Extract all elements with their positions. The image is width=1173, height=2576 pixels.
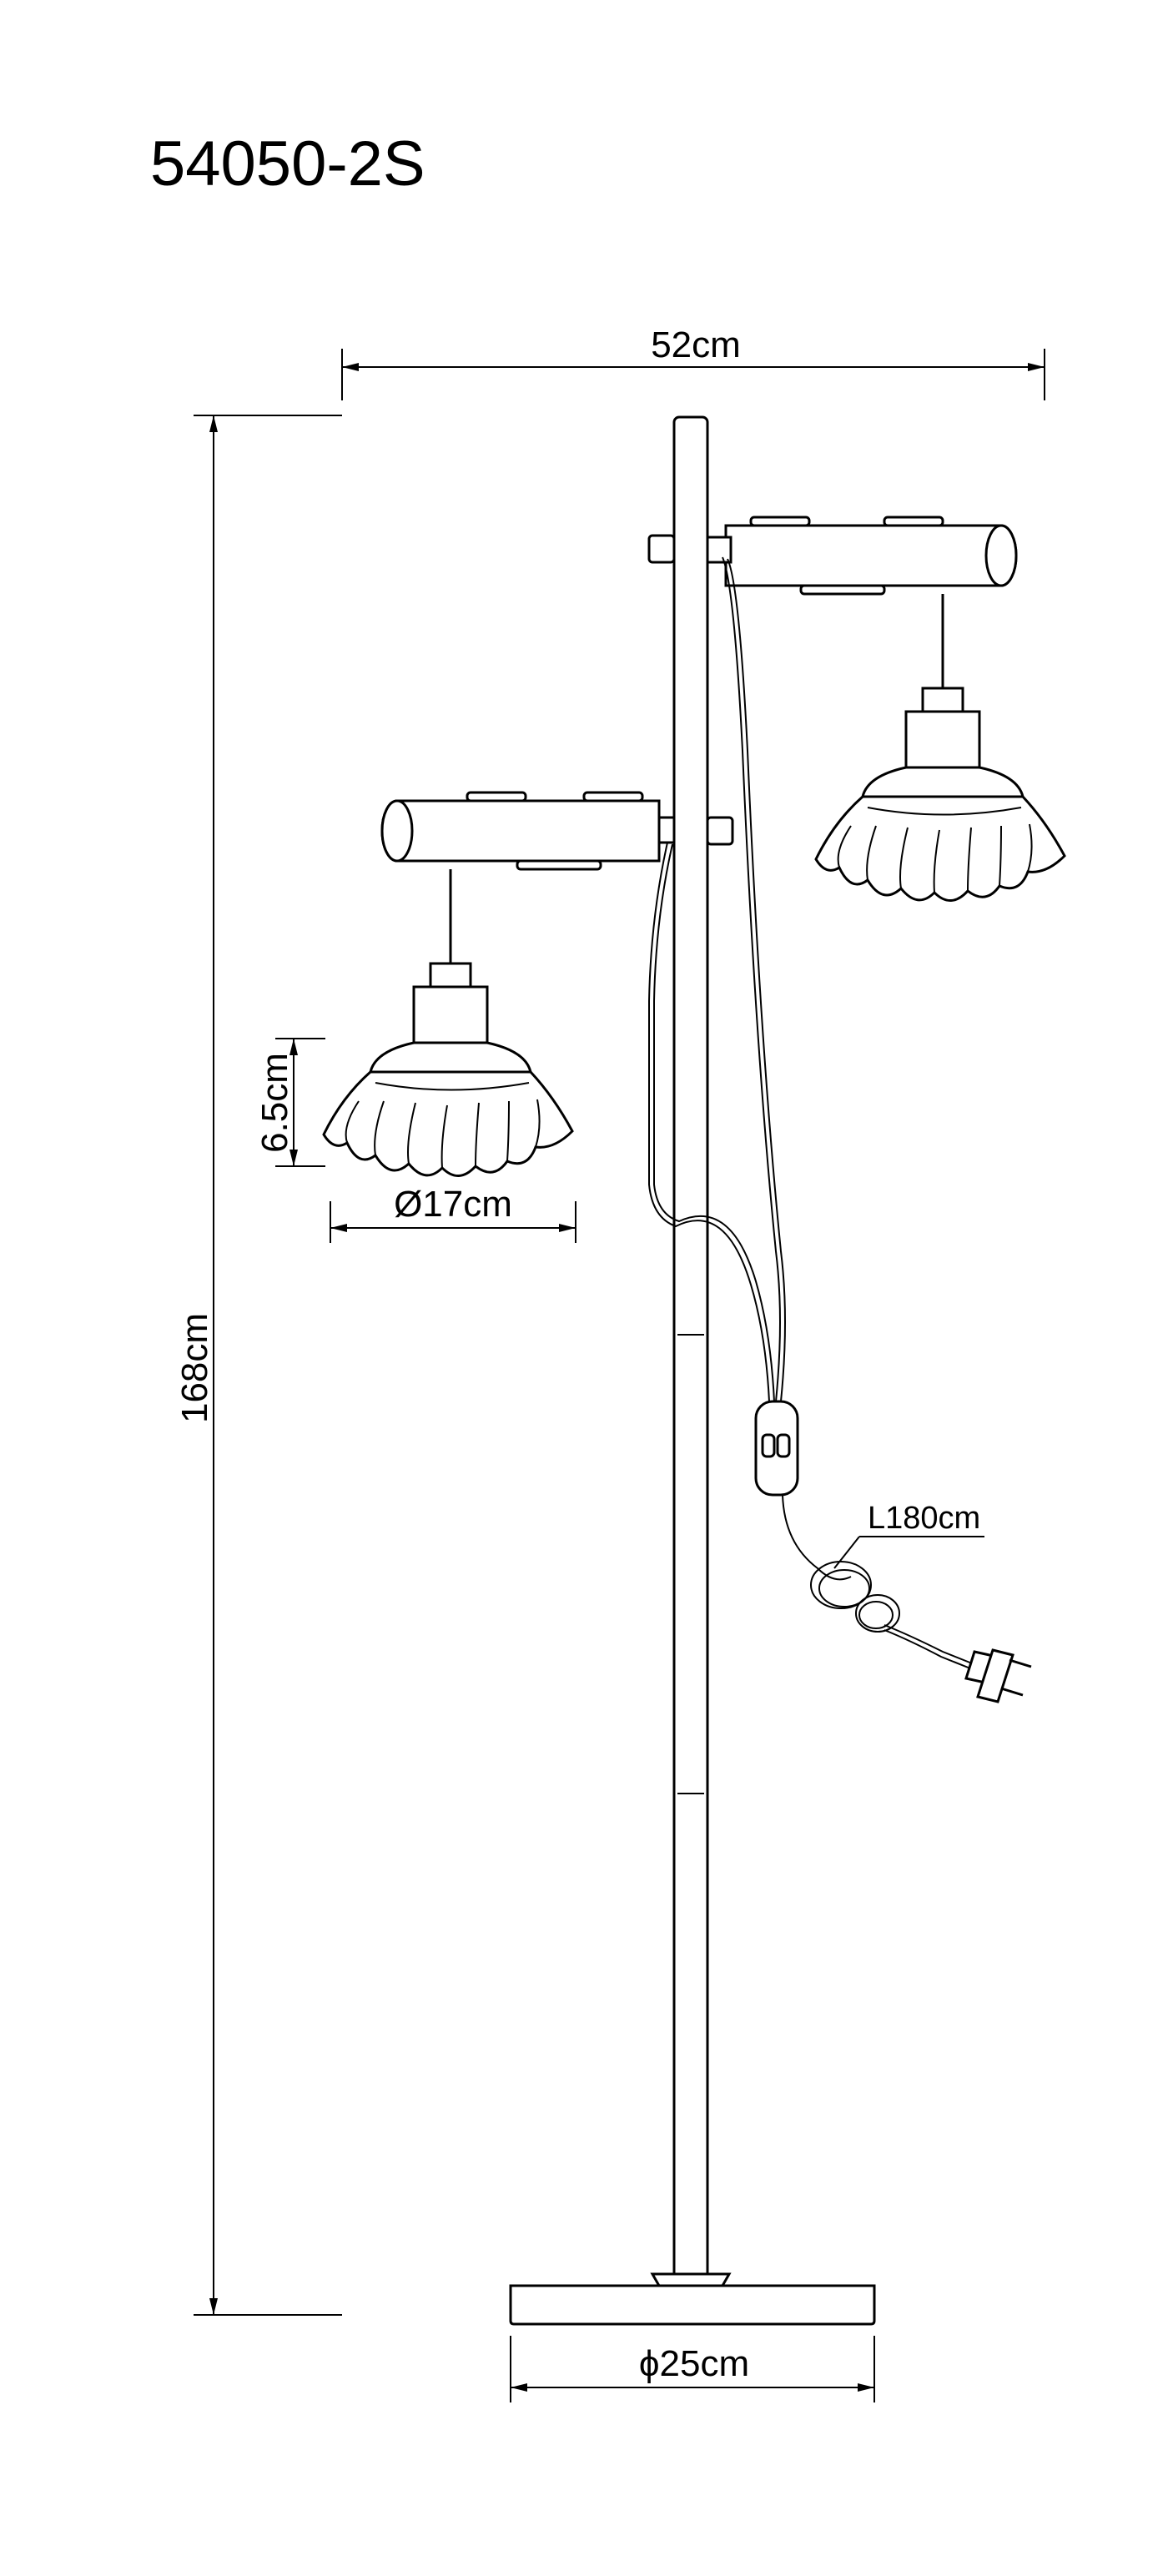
model-title: 54050-2S xyxy=(150,128,425,199)
lower-lamp-shade xyxy=(322,962,574,1177)
height-dimension: 168cm xyxy=(174,415,342,2316)
base-diameter-dimension: ϕ25cm xyxy=(510,2336,875,2402)
width-dimension: 52cm xyxy=(341,325,1045,400)
base-diameter-label: ϕ25cm xyxy=(639,2343,749,2384)
width-label: 52cm xyxy=(651,325,741,365)
upper-lamp-shade xyxy=(814,687,1066,902)
lamp-base xyxy=(509,2272,876,2326)
lower-arm xyxy=(380,791,734,963)
coiled-cable-with-plug xyxy=(782,1494,1032,1703)
shade-height-label: 6.5cm xyxy=(254,1053,295,1153)
inline-switch xyxy=(754,1400,799,1497)
upper-arm xyxy=(647,516,1018,688)
shade-diameter-label: Ø17cm xyxy=(394,1184,512,1225)
power-cables xyxy=(648,556,786,1402)
shade-diameter-dimension: Ø17cm xyxy=(330,1184,576,1243)
lamp-pole xyxy=(672,415,709,2287)
cable-length-label: L180cm xyxy=(868,1501,980,1536)
height-label: 168cm xyxy=(174,1313,215,1423)
shade-height-dimension: 6.5cm xyxy=(254,1038,325,1167)
cable-length-callout: L180cm xyxy=(833,1501,984,1569)
